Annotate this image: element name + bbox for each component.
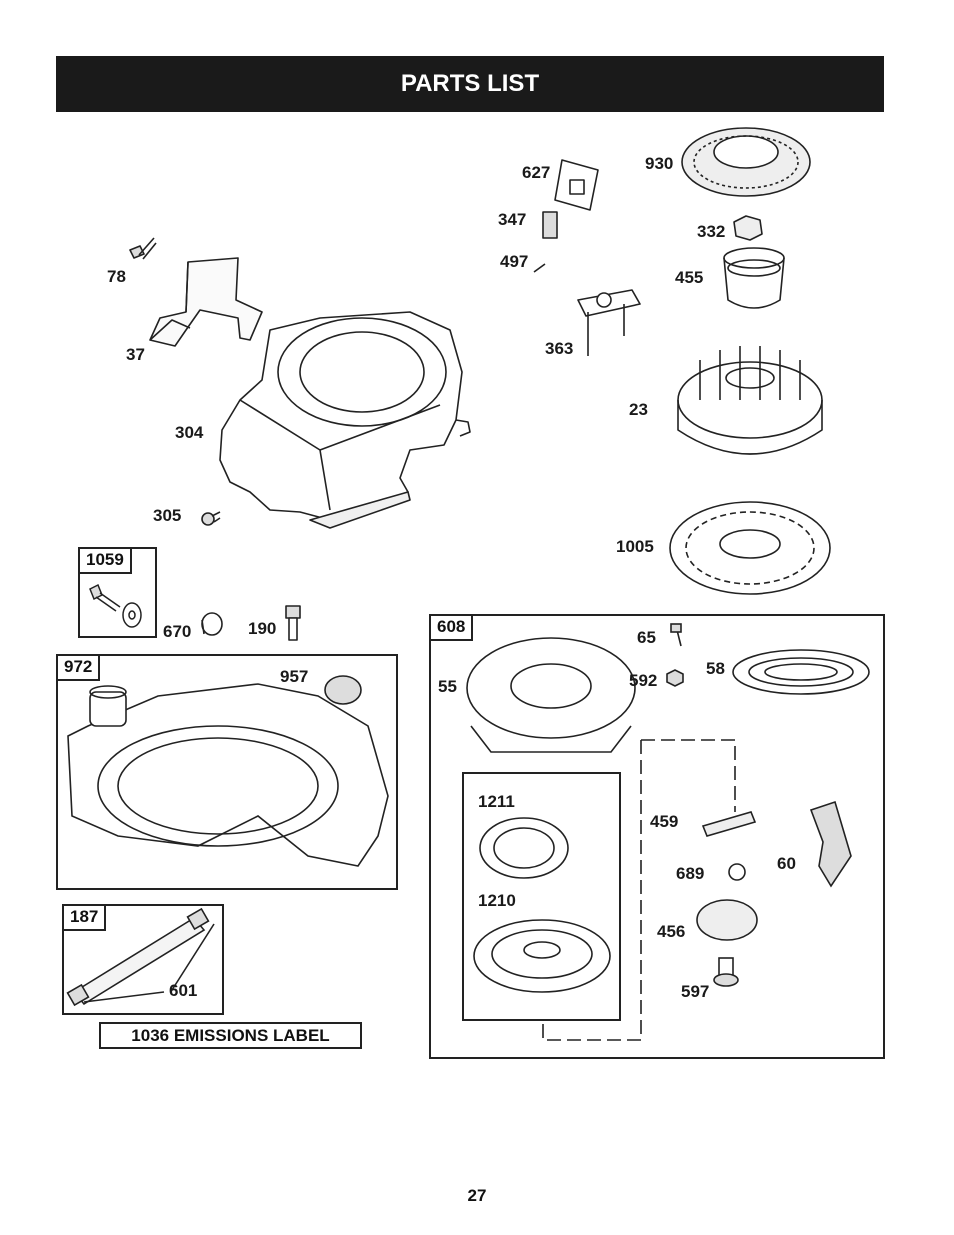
bolt-78-drawing <box>129 237 157 260</box>
callout-670: 670 <box>163 622 192 641</box>
callout-456: 456 <box>657 922 686 941</box>
callout-497: 497 <box>500 252 529 271</box>
callout-305: 305 <box>153 506 182 525</box>
callout-23: 23 <box>629 400 648 419</box>
blower-housing-304-drawing <box>219 311 471 529</box>
callout-601: 601 <box>169 981 198 1000</box>
callout-930: 930 <box>645 154 674 173</box>
kit-972-tag: 972 <box>58 656 101 681</box>
kit-187-box: 187 601 <box>62 904 224 1015</box>
callout-37: 37 <box>126 345 145 364</box>
pulley-spring-drawing <box>473 817 611 993</box>
callout-60: 60 <box>777 854 796 873</box>
callout-957: 957 <box>280 667 309 686</box>
kit-608-tag: 608 <box>431 616 474 641</box>
callout-1210: 1210 <box>478 891 516 910</box>
kit-1059-box: 1059 <box>78 547 157 638</box>
callout-1211: 1211 <box>478 792 515 811</box>
callout-78: 78 <box>107 267 126 286</box>
callout-332: 332 <box>697 222 726 241</box>
callout-459: 459 <box>650 812 679 831</box>
callout-597: 597 <box>681 982 710 1001</box>
kit-187-tag: 187 <box>64 906 107 931</box>
kit-608-box: 608 <box>429 614 885 1059</box>
fuel-line-drawing <box>66 907 215 1007</box>
callout-58: 58 <box>706 659 725 678</box>
callout-627: 627 <box>522 163 551 182</box>
callout-363: 363 <box>545 339 574 358</box>
kit-972-box: 972 957 <box>56 654 398 890</box>
emissions-label-box: 1036 EMISSIONS LABEL <box>99 1022 362 1049</box>
callout-347: 347 <box>498 210 527 229</box>
callout-689: 689 <box>676 864 705 883</box>
bolt-washer-drawing <box>89 583 142 628</box>
callout-455: 455 <box>675 268 704 287</box>
page-title: PARTS LIST <box>56 56 884 112</box>
flywheel-23-drawing <box>677 346 823 455</box>
callout-1005: 1005 <box>616 537 654 556</box>
callout-304: 304 <box>175 423 204 442</box>
callout-592: 592 <box>629 671 658 690</box>
callout-65: 65 <box>637 628 656 647</box>
kit-1059-tag: 1059 <box>80 549 132 574</box>
fuel-tank-drawing <box>67 675 389 867</box>
rotating-screen-930-drawing <box>681 127 811 197</box>
page-number: 27 <box>467 1186 487 1205</box>
rewind-spring-pulley-box: 1211 1210 <box>462 772 621 1021</box>
recoil-starter-drawing <box>466 623 870 1041</box>
callout-55: 55 <box>438 677 457 696</box>
callout-190: 190 <box>248 619 277 638</box>
